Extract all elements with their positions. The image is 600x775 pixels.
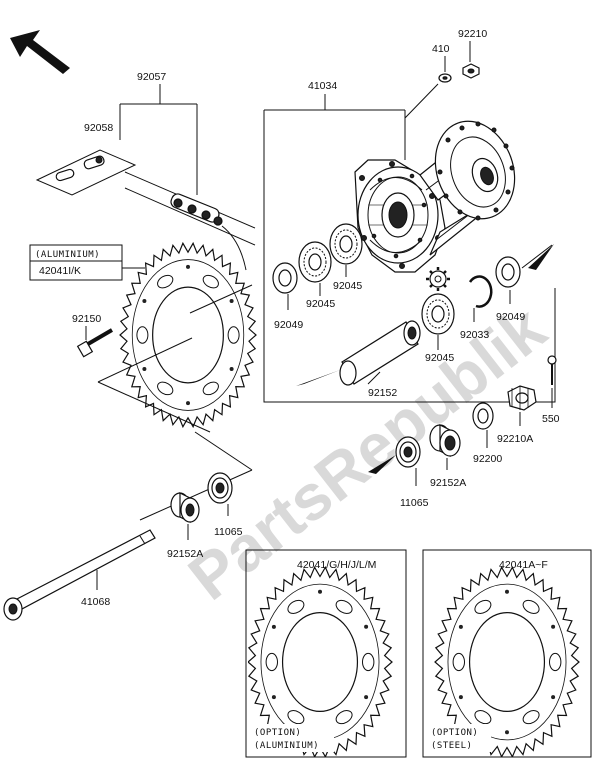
collar-92152a-right <box>429 424 461 457</box>
label-92058: 92058 <box>84 122 113 134</box>
label-92049-left: 92049 <box>274 319 303 331</box>
label-41034: 41034 <box>308 80 337 92</box>
cap-11065-right <box>395 436 421 468</box>
sleeve-92152 <box>339 320 421 386</box>
collar-92152a-left <box>170 492 200 523</box>
label-92152a-left: 92152A <box>167 548 203 560</box>
label-92150: 92150 <box>72 313 101 325</box>
washer-92200 <box>472 402 494 430</box>
seal-92049-right <box>495 256 521 288</box>
seal-92049-left <box>272 262 298 294</box>
axle-41068 <box>3 529 156 621</box>
cotter-pin-550 <box>547 355 557 385</box>
bearing-92045-c <box>421 293 455 335</box>
option-aluminium-panel <box>245 549 407 758</box>
label-92045-b: 92045 <box>306 298 335 310</box>
axle-nut-92210a <box>507 385 537 411</box>
bolt-92150 <box>76 328 114 358</box>
label-92057: 92057 <box>137 71 166 83</box>
sprocket-caption: (ALUMINIUM) <box>35 250 100 260</box>
sprocket-caption-box <box>29 244 123 281</box>
label-550: 550 <box>542 413 560 425</box>
option-aluminium-caption-2: (ALUMINIUM) <box>254 741 319 751</box>
label-11065-right: 11065 <box>400 497 429 509</box>
nut-410 <box>438 73 452 83</box>
cap-11065-left <box>207 472 233 504</box>
chain-part <box>119 103 256 271</box>
bearing-92045-a <box>329 223 363 265</box>
label-92210: 92210 <box>458 28 487 40</box>
label-92033: 92033 <box>460 329 489 341</box>
label-11065-left: 11065 <box>214 526 243 538</box>
label-42041-ghjlm: 42041/G/H/J/L/M <box>297 559 376 571</box>
option-steel-panel <box>422 549 592 758</box>
option-aluminium-caption-1: (OPTION) <box>254 728 301 738</box>
label-92200: 92200 <box>473 453 502 465</box>
label-410: 410 <box>432 43 450 55</box>
option-steel-caption-2: (STEEL) <box>431 741 472 751</box>
label-92045-a: 92045 <box>333 280 362 292</box>
hub-group-outline <box>263 94 556 403</box>
label-92210a: 92210A <box>497 433 533 445</box>
label-42041a-f: 42041A~F <box>499 559 548 571</box>
label-41068: 41068 <box>81 596 110 608</box>
label-42041ik: 42041I/K <box>39 265 81 277</box>
label-92152: 92152 <box>368 387 397 399</box>
direction-arrow-icon <box>10 30 70 74</box>
label-92152a-right: 92152A <box>430 477 466 489</box>
option-steel-caption-1: (OPTION) <box>431 728 478 738</box>
gear-icon <box>426 267 450 291</box>
label-92049-right: 92049 <box>496 311 525 323</box>
chain-link-part <box>35 149 137 196</box>
nut-92210 <box>462 63 480 79</box>
hub-part <box>354 120 516 273</box>
bearing-92045-b <box>298 241 332 283</box>
circlip-92033 <box>468 275 493 308</box>
sprocket-aluminium <box>119 241 257 429</box>
label-92045-c: 92045 <box>425 352 454 364</box>
